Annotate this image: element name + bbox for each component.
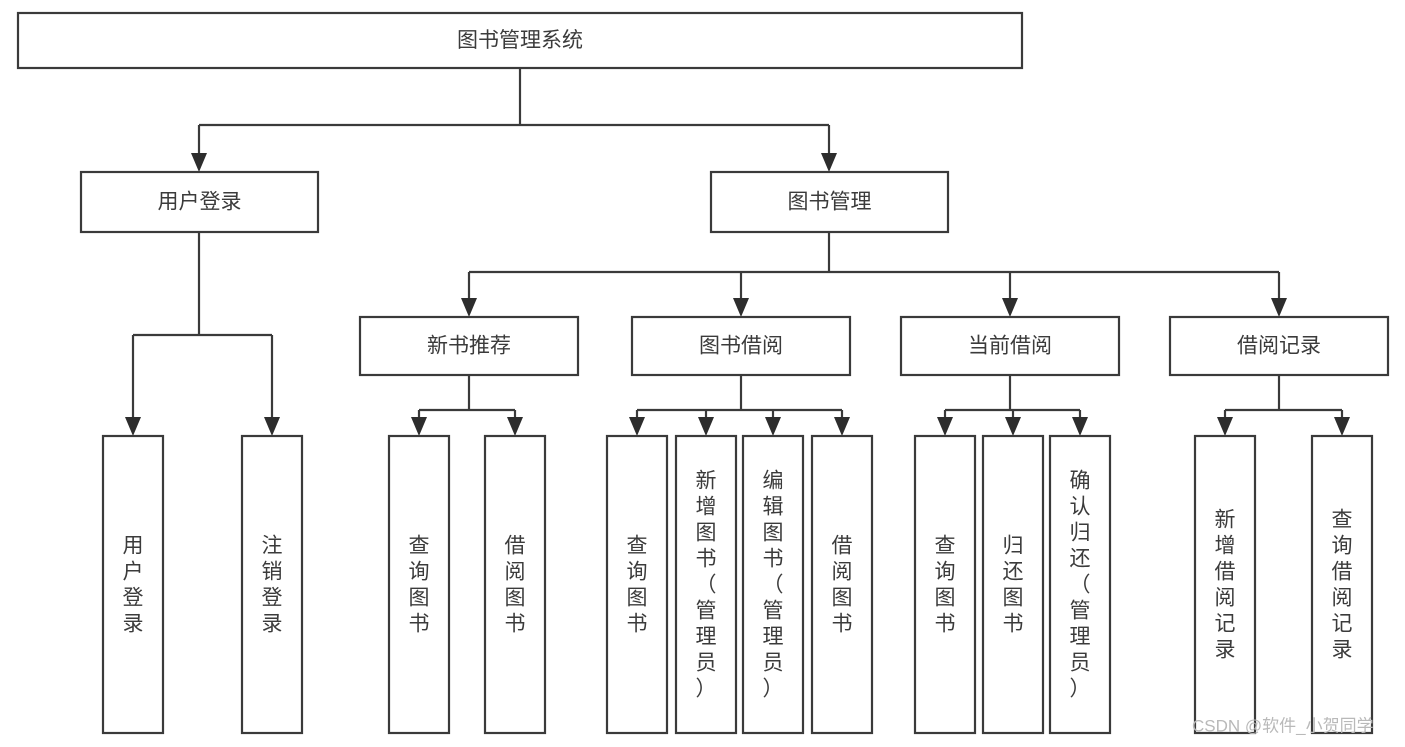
connector-root-to-book-arrowhead [821, 153, 837, 172]
node-l3-图书借阅-label: 图书借阅 [699, 335, 783, 358]
node-leaf-9-归还图书-label: 归还图书 [1003, 535, 1024, 636]
connector-group-1-leaf-3-arrowhead [834, 417, 850, 436]
node-leaf-10-确认归还管理员-box[interactable] [1048, 434, 1112, 735]
node-leaf-5-新增图书管理员-box[interactable] [674, 434, 738, 735]
connector-group-1-leaf-2-arrowhead [765, 417, 781, 436]
node-l2-图书管理-box[interactable] [709, 170, 950, 234]
node-l3-当前借阅-box[interactable] [899, 315, 1121, 377]
node-leaf-0-用户登录-box[interactable] [101, 434, 165, 735]
connector-book-child-2-arrowhead [1002, 298, 1018, 317]
node-leaf-8-查询图书-box[interactable] [913, 434, 977, 735]
node-l3-图书借阅-box[interactable] [630, 315, 852, 377]
connector-group-1-leaf-0-arrowhead [629, 417, 645, 436]
node-leaf-12-查询借阅记录-box[interactable] [1310, 434, 1374, 735]
connector-group-0-leaf-0-arrowhead [411, 417, 427, 436]
node-root-图书管理系统-label: 图书管理系统 [457, 29, 583, 52]
node-leaf-6-编辑图书管理员-label: 编辑图书（管理员） [763, 470, 784, 701]
node-leaf-0-用户登录-label: 用户登录 [123, 535, 144, 636]
connector-group-2-leaf-0-arrowhead [937, 417, 953, 436]
node-l3-新书推荐-box[interactable] [358, 315, 580, 377]
node-leaf-2-查询图书-box[interactable] [387, 434, 451, 735]
node-leaf-11-新增借阅记录-label: 新增借阅记录 [1215, 509, 1236, 662]
node-leaf-7-借阅图书-label: 借阅图书 [832, 535, 853, 636]
node-leaf-1-注销登录-box[interactable] [240, 434, 304, 735]
connector-user-leaf-1-arrowhead [264, 417, 280, 436]
node-leaf-5-新增图书管理员-label: 新增图书（管理员） [696, 470, 717, 701]
node-leaf-4-查询图书-label: 查询图书 [627, 535, 648, 636]
connector-group-2-leaf-1-arrowhead [1005, 417, 1021, 436]
node-leaf-6-编辑图书管理员-box[interactable] [741, 434, 805, 735]
node-l3-新书推荐-label: 新书推荐 [427, 335, 511, 358]
connector-book-child-1-arrowhead [733, 298, 749, 317]
connector-group-3-leaf-1-arrowhead [1334, 417, 1350, 436]
node-layer: 图书管理系统用户登录图书管理新书推荐图书借阅当前借阅借阅记录用户登录注销登录查询… [16, 11, 1390, 735]
connector-book-child-3-arrowhead [1271, 298, 1287, 317]
node-leaf-10-确认归还管理员-label: 确认归还（管理员） [1070, 470, 1091, 701]
node-leaf-1-注销登录-label: 注销登录 [262, 535, 283, 636]
node-leaf-3-借阅图书-label: 借阅图书 [505, 535, 526, 636]
node-l3-借阅记录-box[interactable] [1168, 315, 1390, 377]
connector-user-leaf-0-arrowhead [125, 417, 141, 436]
node-l2-用户登录-box[interactable] [79, 170, 320, 234]
connector-group-2-leaf-2-arrowhead [1072, 417, 1088, 436]
node-leaf-9-归还图书-box[interactable] [981, 434, 1045, 735]
connector-group-0-leaf-1-arrowhead [507, 417, 523, 436]
connector-group-1-leaf-1-arrowhead [698, 417, 714, 436]
node-leaf-7-借阅图书-box[interactable] [810, 434, 874, 735]
node-l3-借阅记录-label: 借阅记录 [1237, 335, 1321, 358]
connector-root-to-user-arrowhead [191, 153, 207, 172]
node-leaf-4-查询图书-box[interactable] [605, 434, 669, 735]
node-l2-图书管理-label: 图书管理 [788, 191, 872, 214]
node-leaf-12-查询借阅记录-label: 查询借阅记录 [1332, 509, 1353, 662]
node-leaf-3-借阅图书-box[interactable] [483, 434, 547, 735]
node-leaf-2-查询图书-label: 查询图书 [409, 535, 430, 636]
node-root-图书管理系统-box[interactable] [16, 11, 1024, 70]
node-l2-用户登录-label: 用户登录 [158, 191, 242, 214]
connector-group-3-leaf-0-arrowhead [1217, 417, 1233, 436]
connector-layer [125, 68, 1350, 436]
csdn-watermark: CSDN @软件_小贺同学 [1192, 716, 1374, 735]
node-leaf-11-新增借阅记录-box[interactable] [1193, 434, 1257, 735]
connector-book-child-0-arrowhead [461, 298, 477, 317]
node-l3-当前借阅-label: 当前借阅 [968, 335, 1052, 358]
node-leaf-8-查询图书-label: 查询图书 [935, 535, 956, 636]
